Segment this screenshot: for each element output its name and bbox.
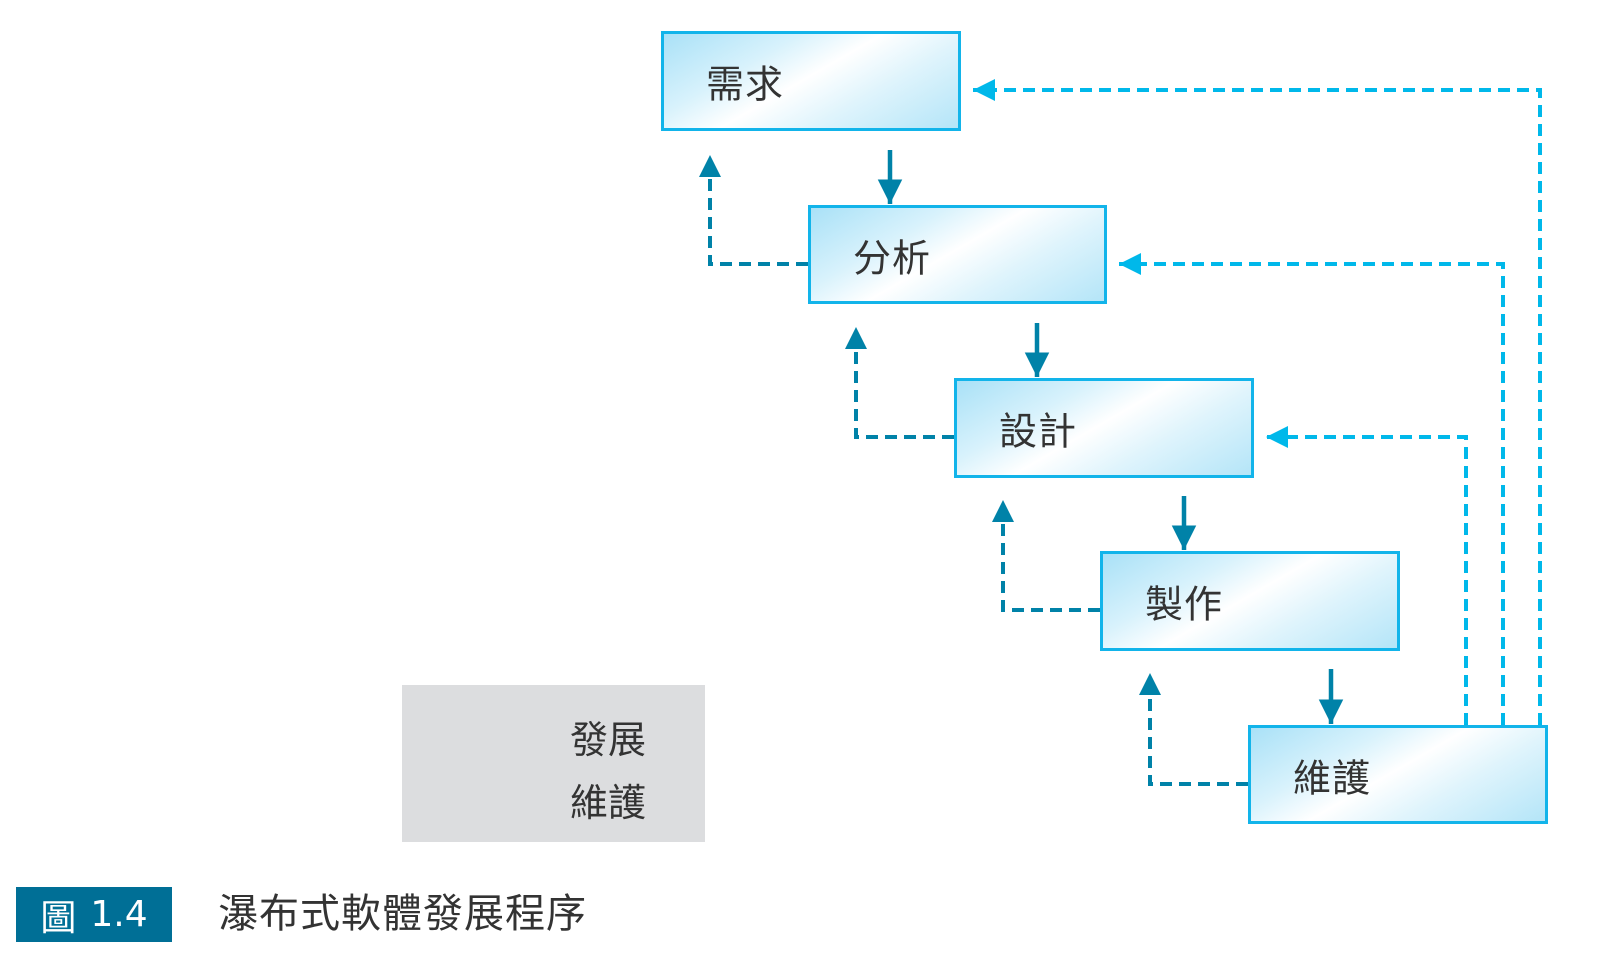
- feedback-arrow-maintenance-analysis: [1119, 253, 1505, 725]
- stage-label: 設計: [999, 409, 1078, 454]
- stage-label: 需求: [706, 62, 785, 107]
- stage-label: 維護: [1293, 756, 1372, 800]
- stage-implementation: 製作: [1100, 551, 1400, 651]
- figure-number: 1.4: [90, 894, 148, 935]
- feedback-arrow-implementation-design: [992, 500, 1100, 612]
- legend-label-development: 發展: [570, 718, 647, 762]
- stage-design: 設計: [954, 378, 1254, 478]
- feedback-arrow-maintenance-implementation: [1139, 673, 1248, 786]
- legend: 發展 維護: [402, 685, 705, 842]
- feedback-arrow-design-analysis: [845, 327, 954, 439]
- stage-label: 分析: [853, 236, 932, 280]
- figure-number-badge: 圖 1.4: [16, 887, 172, 942]
- stage-requirements: 需求: [661, 31, 961, 131]
- figure-icon: 圖: [40, 897, 77, 939]
- stage-maintenance: 維護: [1248, 725, 1548, 824]
- legend-label-maintenance: 維護: [570, 781, 647, 825]
- feedback-arrow-analysis-requirements: [699, 155, 808, 266]
- stage-analysis: 分析: [808, 205, 1107, 304]
- figure-title: 瀑布式軟體發展程序: [218, 891, 587, 937]
- feedback-arrow-maintenance-design: [1266, 426, 1468, 725]
- feedback-arrow-maintenance-requirements: [973, 79, 1542, 725]
- stage-label: 製作: [1145, 582, 1224, 627]
